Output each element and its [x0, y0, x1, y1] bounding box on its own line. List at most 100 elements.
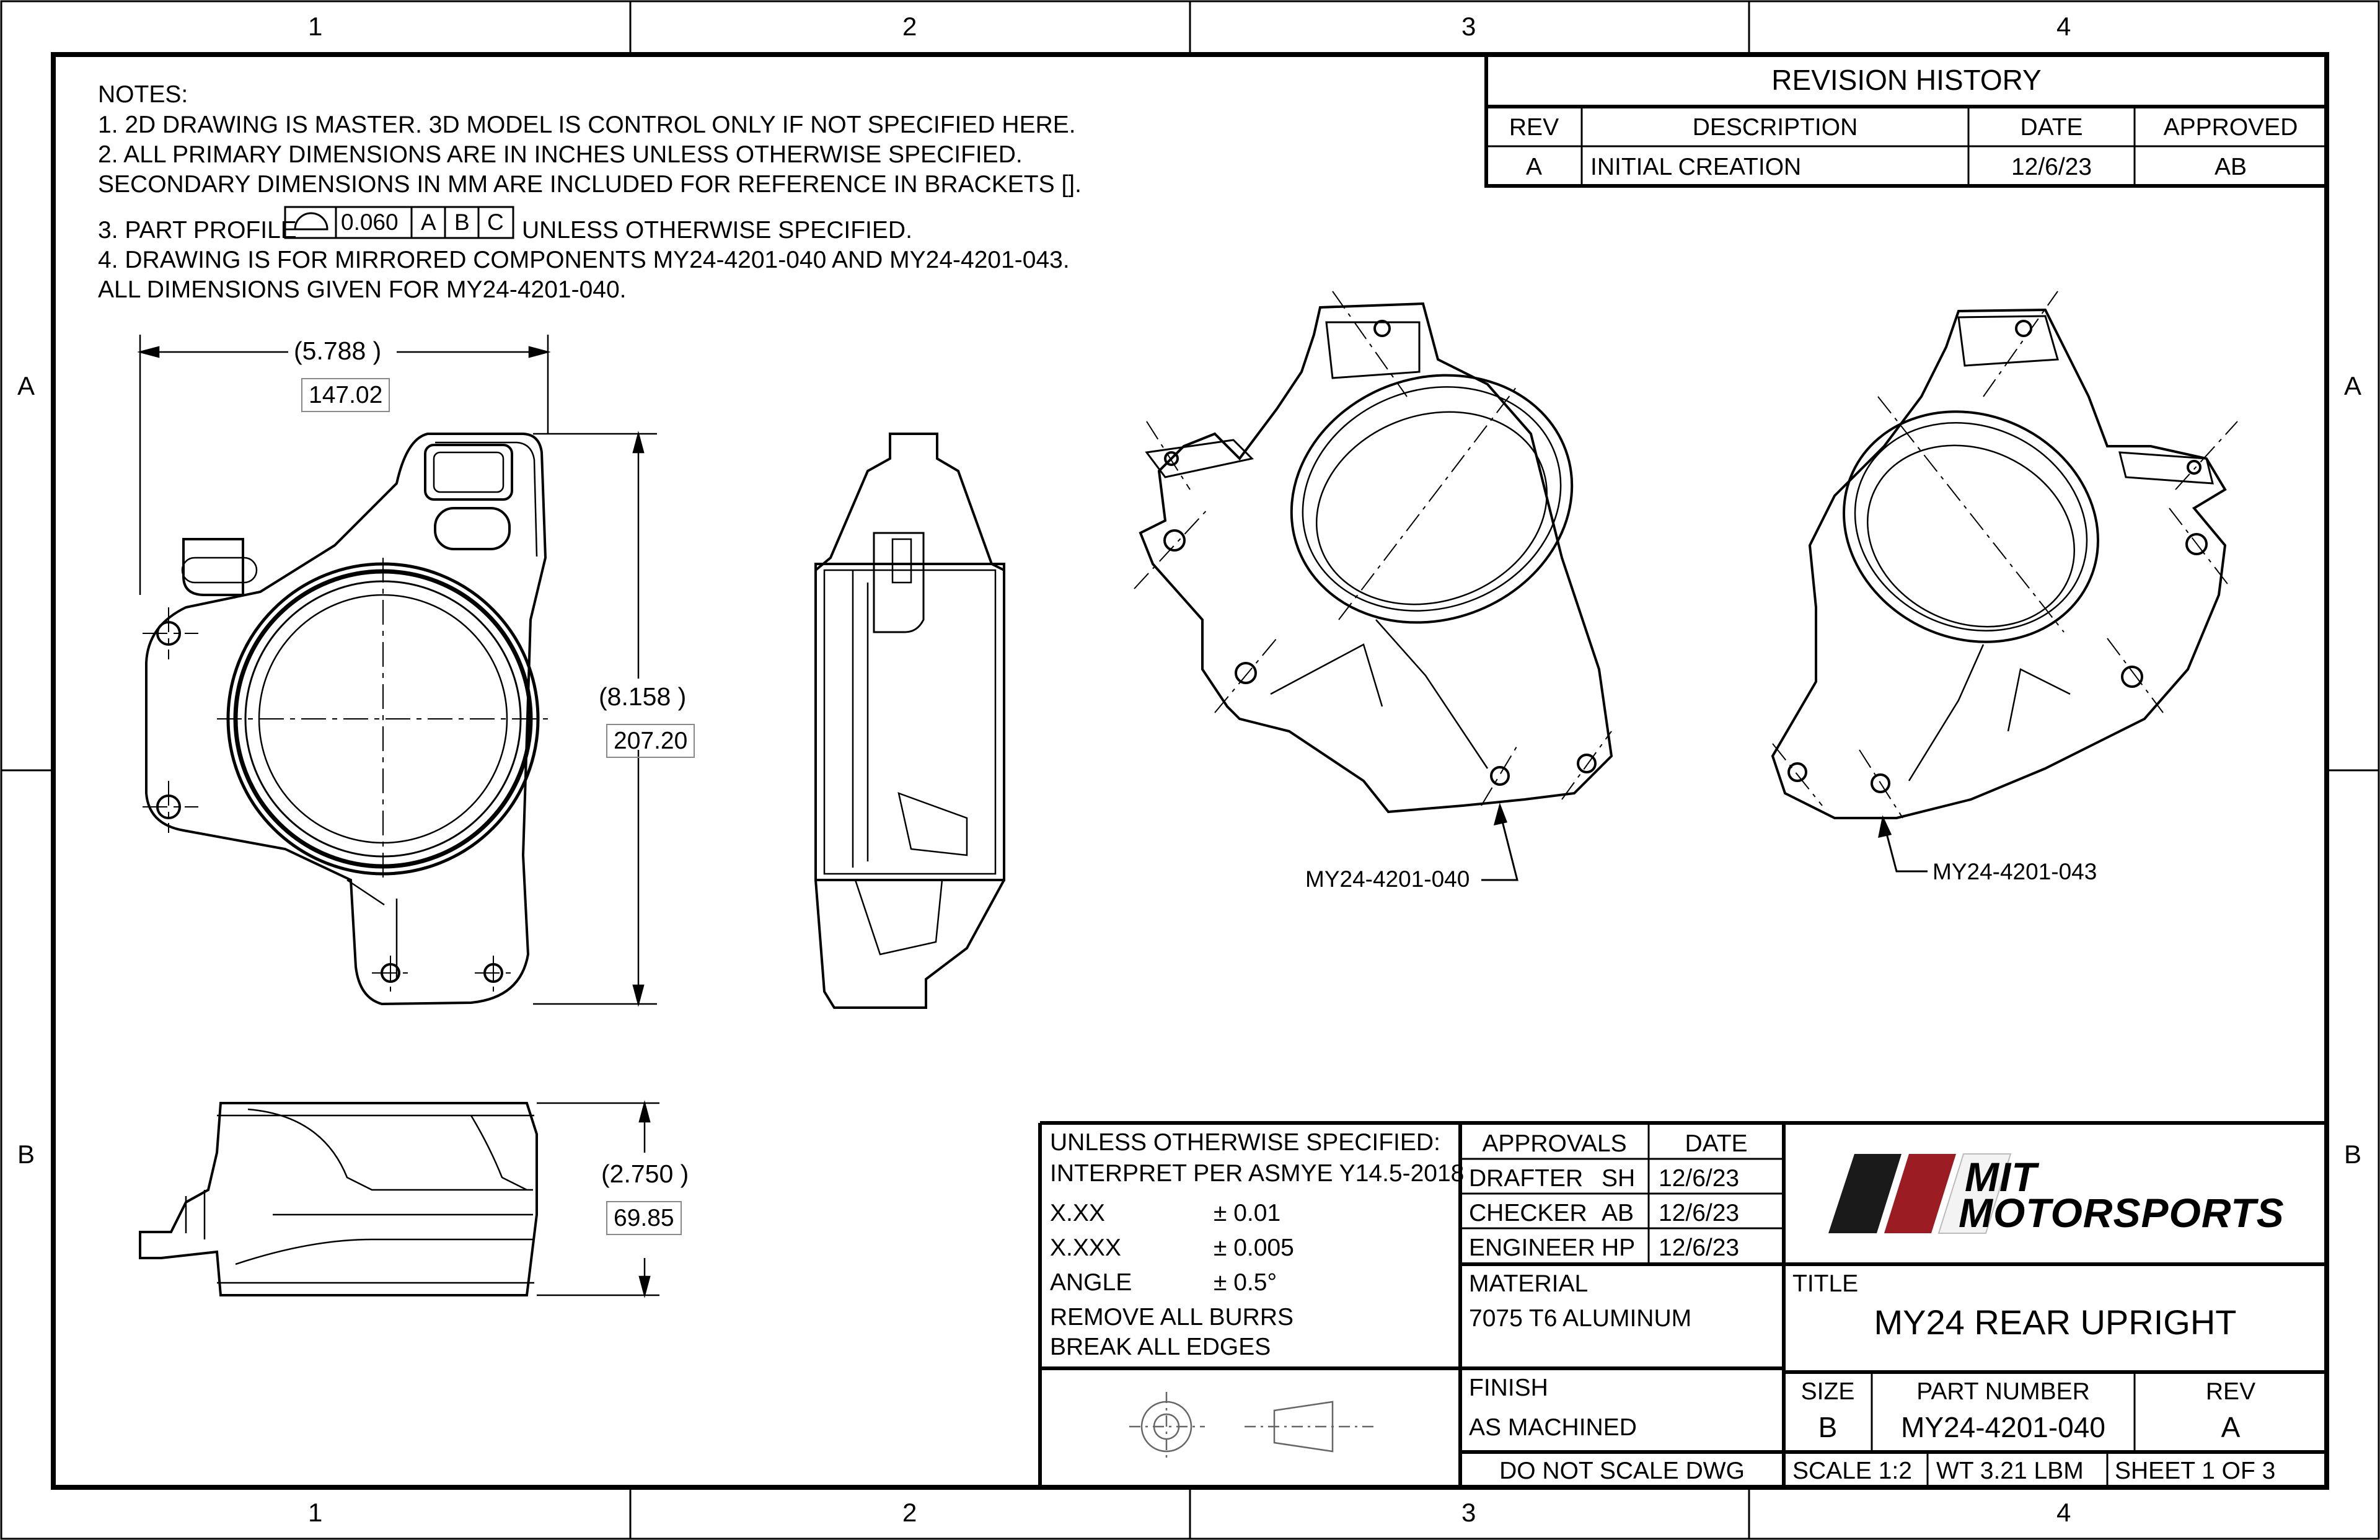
bottom-view-dimension-lines	[537, 1100, 659, 1298]
isometric-view-043	[1771, 308, 2227, 819]
side-view-drawing	[814, 433, 1005, 1009]
sheet-number: SHEET 1 OF 3	[2115, 1458, 2276, 1484]
rev-label: REV	[2205, 1378, 2256, 1405]
rev-value: A	[2221, 1411, 2241, 1443]
checker-date: 12/6/23	[1659, 1200, 1740, 1226]
revision-row-description: INITIAL CREATION	[1590, 154, 1802, 180]
revision-row-rev: A	[1525, 154, 1542, 180]
note-2-continued: SECONDARY DIMENSIONS IN MM ARE INCLUDED …	[98, 171, 1082, 198]
part-number-value: MY24-4201-040	[1901, 1411, 2105, 1443]
title-label: TITLE	[1792, 1270, 1859, 1297]
note-4-continued: ALL DIMENSIONS GIVEN FOR MY24-4201-040.	[98, 276, 627, 303]
zone-column-3-top: 3	[1461, 12, 1476, 41]
material-label: MATERIAL	[1469, 1270, 1589, 1297]
note-1: 1. 2D DRAWING IS MASTER. 3D MODEL IS CON…	[98, 112, 1076, 138]
engineer-initials: HP	[1602, 1234, 1636, 1261]
note-3-suffix: UNLESS OTHERWISE SPECIFIED.	[522, 217, 912, 244]
zone-column-3-bottom: 3	[1461, 1498, 1476, 1527]
depth-dimension-mm: 69.85	[606, 1201, 682, 1235]
revision-table-lines	[1484, 53, 2329, 188]
isometric-040-centerlines	[1134, 291, 1612, 806]
zone-column-4-bottom: 4	[2056, 1498, 2071, 1527]
mit-motorsports-logo-icon	[1828, 1153, 2012, 1234]
logo-text-mit: MIT	[1965, 1154, 2037, 1200]
break-edges-note: BREAK ALL EDGES	[1050, 1334, 1271, 1360]
zone-column-2-bottom: 2	[902, 1498, 917, 1527]
height-dimension-mm: 207.20	[606, 724, 695, 758]
tolerance-heading: UNLESS OTHERWISE SPECIFIED:	[1050, 1129, 1440, 1156]
revision-history-title: REVISION HISTORY	[1771, 64, 2042, 96]
finish-value: AS MACHINED	[1469, 1414, 1637, 1441]
drafter-date: 12/6/23	[1659, 1165, 1740, 1192]
material-value: 7075 T6 ALUMINUM	[1469, 1305, 1692, 1332]
tolerance-xxx-value: ± 0.005	[1214, 1234, 1294, 1261]
zone-column-1-bottom: 1	[308, 1498, 323, 1527]
callout-my24-4201-043: MY24-4201-043	[1933, 859, 2097, 884]
notes-heading: NOTES:	[98, 81, 188, 108]
projection-symbol-icon	[1129, 1392, 1377, 1463]
checker-initials: AB	[1602, 1200, 1634, 1226]
approvals-header: APPROVALS	[1482, 1130, 1627, 1157]
tolerance-xxx-label: X.XXX	[1050, 1234, 1121, 1261]
isometric-view-040	[1139, 302, 1613, 814]
tolerance-xx-label: X.XX	[1050, 1200, 1105, 1226]
tolerance-standard: INTERPRET PER ASMYE Y14.5-2018	[1050, 1160, 1465, 1187]
height-dimension-inches: (8.158 )	[599, 682, 687, 711]
drawing-title: MY24 REAR UPRIGHT	[1874, 1303, 2237, 1342]
callout-my24-4201-040: MY24-4201-040	[1305, 866, 1470, 892]
note-2: 2. ALL PRIMARY DIMENSIONS ARE IN INCHES …	[98, 141, 1023, 168]
approved-header: APPROVED	[2163, 114, 2298, 141]
revision-row-date: 12/6/23	[2011, 154, 2092, 180]
logo-text-motorsports: MOTORSPORTS	[1959, 1190, 2285, 1236]
inner-border	[51, 52, 2329, 1490]
width-dimension-mm: 147.02	[301, 378, 390, 412]
profile-control-frame	[284, 206, 514, 239]
drafter-initials: SH	[1602, 1165, 1636, 1192]
description-header: DESCRIPTION	[1692, 114, 1858, 141]
zone-row-b-right: B	[2344, 1140, 2362, 1169]
isometric-043-centerlines	[1772, 291, 2238, 819]
finish-label: FINISH	[1469, 1375, 1548, 1401]
drafter-role: DRAFTER	[1469, 1165, 1584, 1192]
rev-header: REV	[1509, 114, 1559, 141]
size-label: SIZE	[1800, 1378, 1855, 1405]
checker-role: CHECKER	[1469, 1200, 1587, 1226]
part-number-label: PART NUMBER	[1916, 1378, 2090, 1405]
datum-c: C	[487, 209, 504, 235]
scale-value: SCALE 1:2	[1792, 1458, 1912, 1484]
remove-burrs-note: REMOVE ALL BURRS	[1050, 1304, 1294, 1331]
front-view-dimension-lines	[137, 335, 657, 1007]
tolerance-xx-value: ± 0.01	[1214, 1200, 1281, 1226]
zone-row-a-right: A	[2344, 371, 2362, 400]
width-dimension-inches: (5.788 )	[294, 337, 382, 365]
size-value: B	[1818, 1411, 1838, 1443]
front-view-centerlines	[143, 558, 552, 992]
bottom-view-drawing	[139, 1102, 538, 1296]
weight-value: WT 3.21 LBM	[1936, 1458, 2084, 1484]
revision-row-approved: AB	[2214, 154, 2247, 180]
leader-043	[1878, 815, 1928, 873]
zone-column-1-top: 1	[308, 12, 323, 41]
engineer-role: ENGINEER	[1469, 1234, 1595, 1261]
datum-a: A	[421, 209, 436, 235]
zone-row-a-left: A	[17, 371, 35, 400]
approvals-date-header: DATE	[1685, 1130, 1748, 1157]
zone-row-b-left: B	[17, 1140, 35, 1169]
note-4: 4. DRAWING IS FOR MIRRORED COMPONENTS MY…	[98, 247, 1070, 273]
title-block-lines	[1038, 1121, 2327, 1487]
datum-b: B	[454, 209, 470, 235]
tolerance-angle-value: ± 0.5°	[1214, 1269, 1277, 1296]
profile-tolerance: 0.060	[341, 209, 399, 235]
zone-column-4-top: 4	[2056, 12, 2071, 41]
leader-040	[1481, 803, 1518, 881]
engineer-date: 12/6/23	[1659, 1234, 1740, 1261]
date-header: DATE	[2020, 114, 2083, 141]
tolerance-angle-label: ANGLE	[1050, 1269, 1132, 1296]
zone-column-2-top: 2	[902, 12, 917, 41]
note-3-prefix: 3. PART PROFILE	[98, 217, 297, 244]
do-not-scale-note: DO NOT SCALE DWG	[1499, 1458, 1745, 1484]
depth-dimension-inches: (2.750 )	[601, 1159, 689, 1188]
